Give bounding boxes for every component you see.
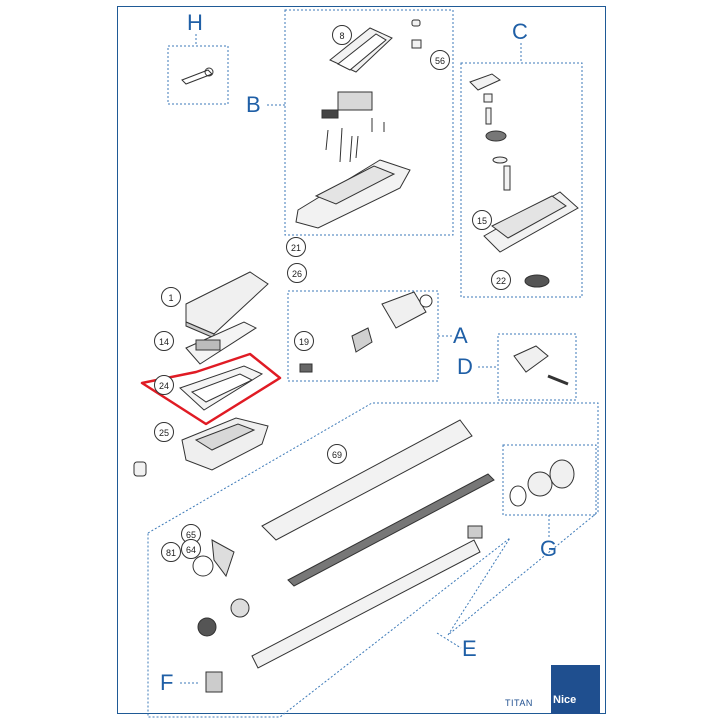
- callout-part-8: 8: [332, 25, 352, 45]
- motor-assembly: [299, 291, 433, 373]
- key-part: [181, 67, 214, 85]
- group-label-d: D: [457, 354, 473, 379]
- handle-assembly: [295, 19, 422, 229]
- group-label-f: F: [160, 670, 174, 695]
- group-label-g: G: [540, 536, 558, 561]
- callout-part-25: 25: [154, 422, 174, 442]
- plate-part: [185, 321, 258, 365]
- group-b-box: [284, 9, 454, 236]
- callout-part-21: 21: [286, 237, 306, 257]
- callout-part-19: 19: [294, 331, 314, 351]
- group-c-box: [460, 62, 583, 298]
- inner-tube: [251, 539, 481, 669]
- gasket-part: [179, 365, 264, 411]
- callout-part-14: 14: [154, 331, 174, 351]
- callout-part-81: 81: [161, 542, 181, 562]
- callout-part-24: 24: [154, 375, 174, 395]
- column-assembly: [469, 73, 579, 288]
- tube-assembly: [192, 419, 495, 693]
- group-label-a: A: [453, 323, 468, 348]
- bracket-assembly: [513, 345, 569, 386]
- group-label-c: C: [512, 19, 528, 44]
- group-label-h: H: [187, 10, 203, 35]
- group-label-b: B: [246, 92, 261, 117]
- callout-part-26: 26: [287, 263, 307, 283]
- sheet-frame: [117, 6, 606, 714]
- group-label-e: E: [462, 636, 477, 661]
- callout-part-56: 56: [430, 50, 450, 70]
- group-h-box: [167, 45, 229, 105]
- threaded-rod: [287, 473, 495, 587]
- callout-part-22: 22: [491, 270, 511, 290]
- group-d-box: [497, 333, 577, 401]
- highlight-part-24: [140, 352, 282, 426]
- outer-tube: [261, 419, 473, 541]
- small-cap-part: [133, 461, 147, 477]
- callout-part-64: 64: [181, 539, 201, 559]
- callout-part-15: 15: [472, 210, 492, 230]
- base-box-part: [181, 417, 269, 471]
- brand-logo-text: Nice: [553, 694, 577, 706]
- bearing-assembly: [509, 459, 575, 507]
- callout-part-1: 1: [161, 287, 181, 307]
- brand-logo-box: [551, 665, 600, 714]
- callout-part-69: 69: [327, 444, 347, 464]
- model-name: TITAN: [505, 698, 533, 708]
